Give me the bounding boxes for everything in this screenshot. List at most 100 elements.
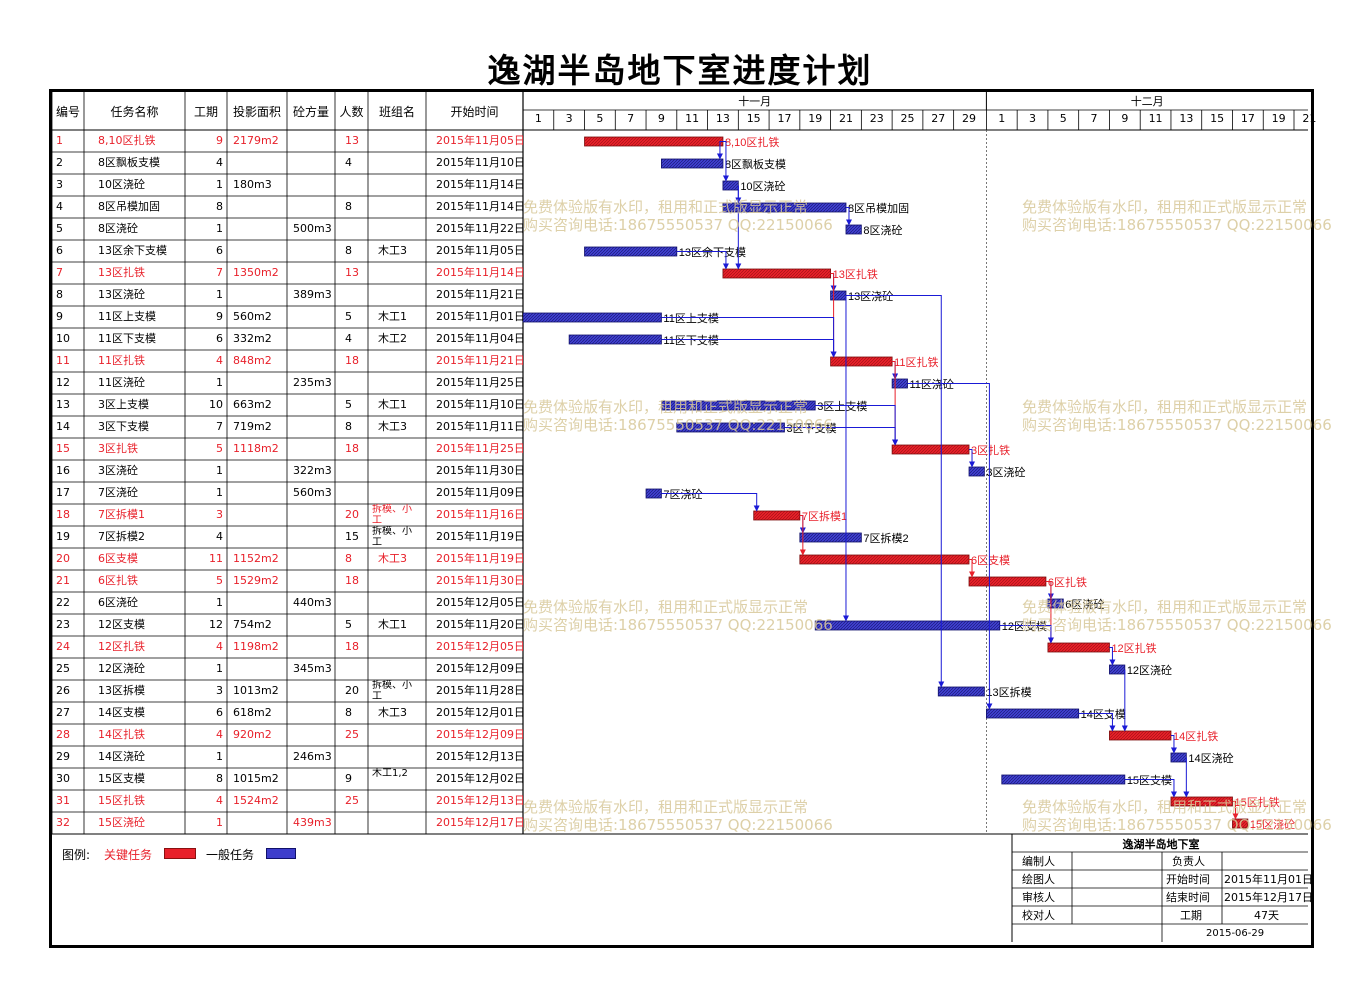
cell-team xyxy=(368,438,426,460)
cell-start: 2015年11月05日 xyxy=(436,134,523,147)
day-tick: 25 xyxy=(900,112,915,125)
cell-area: 2179m2 xyxy=(233,134,279,147)
cell-duration: 1 xyxy=(216,662,223,675)
cell-start: 2015年11月19日 xyxy=(436,552,523,565)
cell-duration: 3 xyxy=(216,508,223,521)
cell-volume: 235m3 xyxy=(293,376,332,389)
day-tick: 1 xyxy=(534,112,542,125)
cell-name: 11区扎铁 xyxy=(98,354,145,367)
cell-duration: 9 xyxy=(216,310,223,323)
bar-label: 14区扎铁 xyxy=(1173,729,1218,743)
cell-start: 2015年11月01日 xyxy=(436,310,523,323)
cell-area xyxy=(227,240,287,262)
day-tick: 19 xyxy=(808,112,823,125)
cell-duration: 4 xyxy=(216,640,223,653)
bar-label: 7区拆模2 xyxy=(863,531,908,545)
watermark-line1: 免费体验版有水印，租用和正式版显示正常 xyxy=(523,198,809,216)
cell-area xyxy=(227,152,287,174)
day-tick: 13 xyxy=(715,112,730,125)
cell-team xyxy=(368,658,426,680)
cell-area xyxy=(227,592,287,614)
cell-team xyxy=(368,724,426,746)
cell-no: 18 xyxy=(56,508,70,521)
dependency-arrow xyxy=(716,141,723,160)
cell-duration: 1 xyxy=(216,750,223,763)
cell-team: 木工1,2 xyxy=(372,768,408,779)
cell-start: 2015年11月14日 xyxy=(436,178,523,191)
cell-team xyxy=(368,570,426,592)
cell-volume xyxy=(287,438,335,460)
bar-label: 11区上支模 xyxy=(663,312,718,325)
header-name: 任务名称 xyxy=(110,105,159,119)
gantt-bar xyxy=(722,180,739,191)
cell-volume xyxy=(287,636,335,658)
cell-start: 2015年11月20日 xyxy=(436,618,523,631)
cell-name: 8区飘板支模 xyxy=(98,156,160,169)
info-duration-label: 工期 xyxy=(1180,909,1202,922)
cell-name: 3区下支模 xyxy=(98,420,149,433)
cell-no: 10 xyxy=(56,332,70,345)
cell-name: 3区浇砼 xyxy=(98,464,138,477)
cell-duration: 4 xyxy=(216,530,223,543)
cell-people xyxy=(335,592,368,614)
cell-team xyxy=(368,746,426,768)
day-tick: 3 xyxy=(565,112,573,125)
dependency-arrow xyxy=(1045,581,1054,644)
bar-label: 7区浇砼 xyxy=(663,488,702,501)
cell-people: 13 xyxy=(345,266,359,279)
cell-name: 12区支模 xyxy=(98,618,145,631)
info-start-value: 2015年11月01日 xyxy=(1224,873,1313,886)
cell-start: 2015年11月21日 xyxy=(436,288,523,301)
cell-team: 木工3 xyxy=(378,706,407,719)
cell-team: 木工1 xyxy=(378,310,407,323)
gantt-bar xyxy=(830,356,893,367)
cell-volume xyxy=(287,306,335,328)
bar-label: 10区浇砼 xyxy=(740,180,785,193)
day-tick: 21 xyxy=(838,112,853,125)
info-checker-label: 校对人 xyxy=(1022,909,1055,922)
day-tick: 15 xyxy=(1210,112,1225,125)
gantt-bar xyxy=(676,422,785,433)
cell-area: 920m2 xyxy=(233,728,272,741)
cell-team: 木工3 xyxy=(378,244,407,257)
cell-start: 2015年11月10日 xyxy=(436,156,523,169)
cell-start: 2015年11月22日 xyxy=(436,222,523,235)
cell-volume: 440m3 xyxy=(293,596,332,609)
cell-team xyxy=(368,130,426,152)
dependency-arrow xyxy=(1124,779,1177,798)
cell-people xyxy=(335,372,368,394)
cell-people: 25 xyxy=(345,794,359,807)
gantt-bar xyxy=(830,290,847,301)
cell-people: 8 xyxy=(345,244,352,257)
cell-no: 21 xyxy=(56,574,70,587)
info-project: 逸湖半岛地下室 xyxy=(1122,838,1200,851)
month-header: 十一月 xyxy=(738,95,772,108)
cell-duration: 6 xyxy=(216,244,223,257)
info-duration-value: 47天 xyxy=(1254,909,1279,922)
bar-label: 8,10区扎铁 xyxy=(725,135,779,149)
cell-volume xyxy=(287,526,335,548)
cell-no: 11 xyxy=(56,354,70,367)
cell-no: 30 xyxy=(56,772,70,785)
cell-area xyxy=(227,218,287,240)
header-no: 编号 xyxy=(55,105,80,119)
cell-start: 2015年11月09日 xyxy=(436,486,523,499)
day-tick: 17 xyxy=(777,112,792,125)
cell-people: 4 xyxy=(345,332,352,345)
cell-area xyxy=(227,482,287,504)
cell-no: 3 xyxy=(56,178,63,191)
gantt-bar xyxy=(1047,642,1110,653)
cell-no: 28 xyxy=(56,728,70,741)
watermark-text: 免费体验版有水印，租用和正式版显示正常购买咨询电话:18675550537 QQ… xyxy=(1022,198,1332,234)
cell-start: 2015年12月05日 xyxy=(436,596,523,609)
dependency-arrow xyxy=(1170,735,1177,754)
day-tick: 11 xyxy=(685,112,700,125)
cell-duration: 4 xyxy=(216,794,223,807)
watermark-line1: 免费体验版有水印，租用和正式版显示正常 xyxy=(1022,398,1308,416)
cell-no: 8 xyxy=(56,288,63,301)
cell-team xyxy=(368,482,426,504)
bar-label: 12区支模 xyxy=(1002,620,1047,633)
cell-people: 18 xyxy=(345,640,359,653)
bar-label: 3区下支模 xyxy=(786,422,836,435)
legend-critical-swatch xyxy=(164,848,196,859)
